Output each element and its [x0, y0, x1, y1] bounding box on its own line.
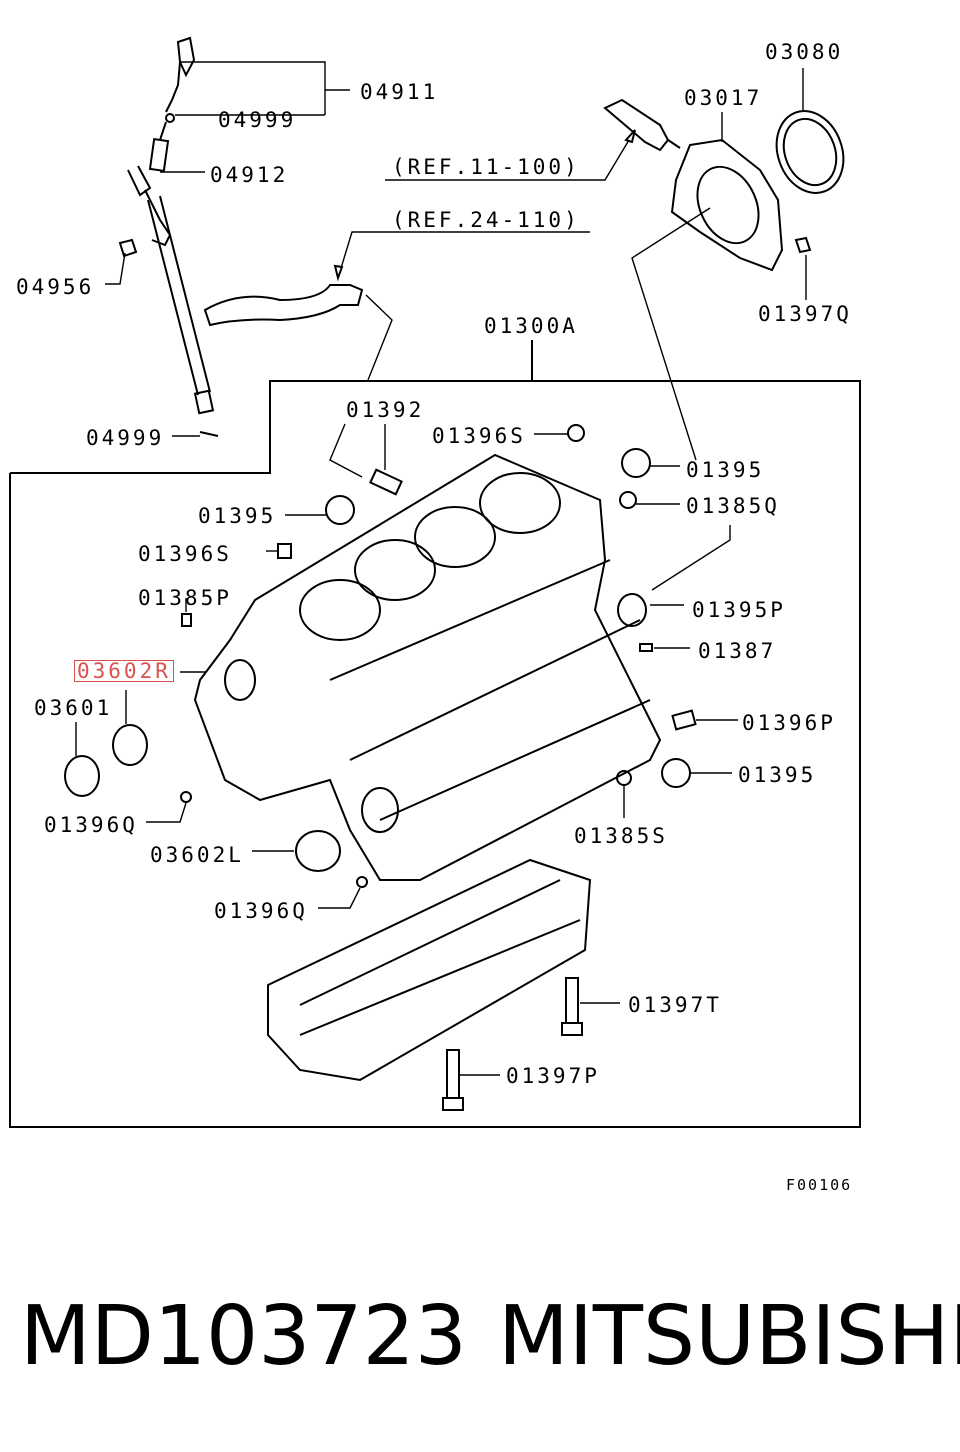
label-04911: 04911 [360, 80, 439, 104]
label-01396Q-bottom: 01396Q [214, 899, 308, 923]
label-ref-24-110: (REF.24-110) [392, 208, 580, 232]
bolt-01397P-drawing [442, 1049, 464, 1111]
label-01395-right2: 01395 [738, 763, 817, 787]
hose-drawing [203, 284, 364, 327]
block-frame [9, 380, 861, 1128]
label-01396Q-left: 01396Q [44, 813, 138, 837]
label-03602R-highlighted: 03602R [74, 660, 174, 682]
footer-brand: MITSUBISHI [498, 1289, 960, 1384]
sensor-01392-drawing [369, 468, 403, 496]
label-04999-top: 04999 [218, 108, 297, 132]
label-01385Q: 01385Q [686, 494, 780, 518]
label-01396P: 01396P [742, 711, 836, 735]
label-03017: 03017 [684, 86, 763, 110]
label-04912: 04912 [210, 163, 289, 187]
label-01387: 01387 [698, 639, 777, 663]
bearing-03601-b [112, 724, 148, 766]
bolt-01397T-drawing [561, 977, 583, 1036]
label-03601: 03601 [34, 696, 113, 720]
label-01385P: 01385P [138, 586, 232, 610]
label-01392: 01392 [346, 398, 425, 422]
sealant-tube-drawing [603, 98, 670, 152]
bearing-ladder-drawing [267, 858, 592, 1082]
leader-ref-24-110-b [365, 294, 393, 381]
label-01397P: 01397P [506, 1064, 600, 1088]
dipstick-drawing [118, 36, 219, 437]
label-03080: 03080 [765, 40, 844, 64]
leader-04956 [105, 252, 126, 285]
footer-part-number: MD103723 [20, 1289, 467, 1384]
cylinder-block-drawing [193, 453, 662, 881]
seal-drawing [775, 110, 845, 194]
label-ref-11-100: (REF.11-100) [392, 155, 580, 179]
bearing-03602L [295, 830, 341, 872]
label-01396S-left: 01396S [138, 542, 232, 566]
label-04999-bottom: 04999 [86, 426, 165, 450]
rear-cover-drawing [670, 138, 784, 272]
leader-04911 [180, 61, 326, 115]
label-01397Q: 01397Q [758, 302, 852, 326]
label-01396S-top: 01396S [432, 424, 526, 448]
label-01300A: 01300A [484, 314, 578, 338]
bearing-03601-a [64, 755, 100, 797]
label-03602L: 03602L [150, 843, 244, 867]
leader-03017-b [631, 207, 711, 461]
label-01395-right1: 01395 [686, 458, 765, 482]
leader-ref-24-110 [337, 231, 590, 279]
label-01395P: 01395P [692, 598, 786, 622]
plug-01395-r1 [621, 448, 651, 478]
leader-ref-11-100 [385, 129, 636, 181]
label-04956: 04956 [16, 275, 95, 299]
label-01397T: 01397T [628, 993, 722, 1017]
label-01395-left: 01395 [198, 504, 277, 528]
label-01385S: 01385S [574, 824, 668, 848]
figure-id: F00106 [786, 1176, 853, 1194]
